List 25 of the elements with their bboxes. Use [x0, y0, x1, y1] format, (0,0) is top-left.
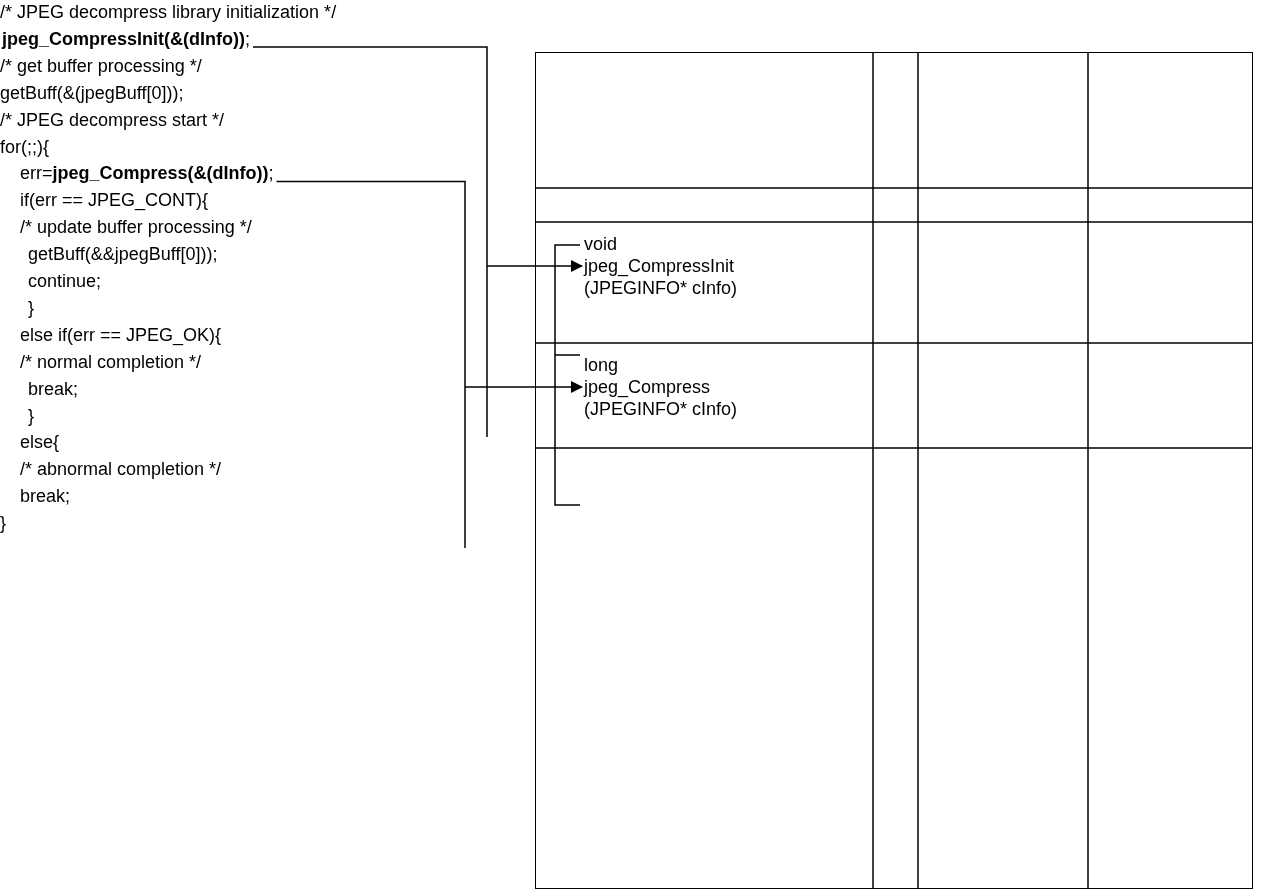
code-line: } — [28, 404, 34, 427]
function-entry: long jpeg_Compress (JPEGINFO* cInfo) — [584, 354, 738, 420]
code-line: jpeg_CompressInit(&(dInfo)); — [2, 27, 250, 50]
code-line: continue; — [28, 270, 102, 292]
arrow — [275, 180, 583, 549]
code-line: for(;;){ — [0, 135, 49, 158]
code-line: else{ — [20, 431, 60, 454]
code-line: if(err == JPEG_CONT){ — [20, 189, 209, 212]
code-line: getBuff(&(jpegBuff[0])); — [0, 81, 184, 104]
arrow — [252, 46, 583, 438]
code-line: } — [28, 296, 34, 319]
code-line: } — [0, 512, 6, 535]
code-line: getBuff(&&jpegBuff[0])); — [28, 243, 218, 266]
code-line: /* JPEG decompress library initialization */ — [0, 1, 337, 23]
code-line: break; — [20, 485, 71, 508]
code-line: /* normal completion */ — [20, 350, 202, 373]
code-line: else if(err == JPEG_OK){ — [20, 323, 222, 346]
memory-map-table — [535, 52, 1253, 889]
code-line: break; — [28, 377, 79, 400]
code-line: /* JPEG decompress start */ — [0, 108, 225, 131]
code-line: /* abnormal completion */ — [20, 458, 222, 481]
function-entry: void jpeg_CompressInit (JPEGINFO* cInfo) — [584, 233, 738, 299]
code-line: err=jpeg_Compress(&(dInfo)); — [20, 162, 274, 185]
code-line: /* update buffer processing */ — [20, 216, 252, 239]
code-line: /* get buffer processing */ — [0, 54, 202, 77]
